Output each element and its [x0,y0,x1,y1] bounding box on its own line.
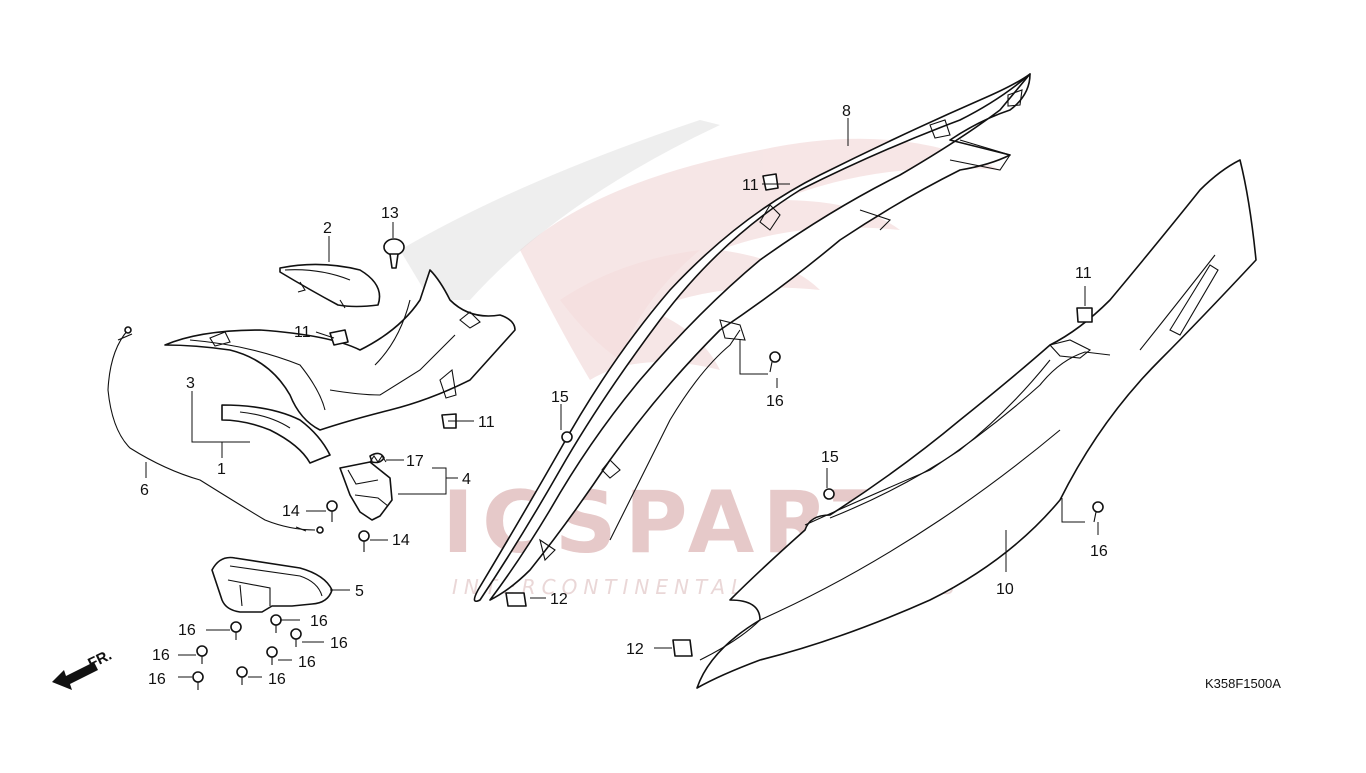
callout-1: 1 [217,461,226,478]
screw-16-2 [270,614,282,633]
spring-17 [369,455,387,463]
callout-16-d: 16 [310,613,328,630]
part-2-lid [279,263,381,309]
screw-15-b [823,488,835,500]
front-direction-indicator: FR. [52,647,114,690]
screw-14-b [358,530,370,552]
callout-8: 8 [842,103,851,120]
screw-16-1 [230,621,242,640]
part-8-side-rail [473,73,1031,603]
stipple-shadow [400,120,720,300]
callout-4: 4 [462,471,471,488]
callout-13: 13 [381,205,399,222]
leader-lines [145,118,1099,678]
part-6-cable [107,326,324,534]
callout-12-b: 12 [626,641,644,658]
callout-16-f: 16 [298,654,316,671]
callout-5: 5 [355,583,364,600]
clip-11-cover [1076,307,1093,323]
callout-16-b: 16 [152,647,170,664]
front-arrow-icon [52,662,98,690]
callout-11-d: 11 [1075,265,1092,282]
grommet-12-rail [505,592,527,607]
callout-11-b: 11 [478,414,495,431]
callout-16-c: 16 [148,671,166,688]
callout-17: 17 [406,453,424,470]
part-13-knob [383,238,405,269]
screw-16-6 [192,671,204,690]
part-5-bracket [211,556,333,613]
screw-16-4 [196,645,208,664]
callout-16-e: 16 [330,635,348,652]
clip-11-upper-left [329,329,349,346]
part-1-trim [221,404,331,464]
screw-15-a [561,431,573,443]
callout-11-c: 11 [742,177,759,194]
part-10-side-cover [696,159,1257,689]
screw-16-5 [266,646,278,665]
clip-11-rail [762,173,779,191]
callout-15-a: 15 [551,389,569,406]
screw-16-3 [290,628,302,647]
callout-16-i: 16 [1090,543,1108,560]
callout-11-a: 11 [294,324,311,341]
screw-16-rail [769,351,781,373]
callout-14-a: 14 [282,503,300,520]
callouts: 2 13 11 3 1 11 6 17 4 14 14 5 16 16 16 1… [140,103,1108,688]
screw-14-a [326,500,338,522]
screw-16-7 [236,666,248,685]
callout-2: 2 [323,220,332,237]
callout-14-b: 14 [392,532,410,549]
callout-16-g: 16 [268,671,286,688]
grommet-12-cover [672,639,693,657]
callout-3: 3 [186,375,195,392]
callout-16-h: 16 [766,393,784,410]
callout-15-b: 15 [821,449,839,466]
diagram-code: K358F1500A [1205,676,1281,691]
screw-16-cover [1092,501,1104,523]
callout-12-a: 12 [550,591,568,608]
part-4-latch [339,452,393,521]
fasteners [192,173,1104,690]
callout-10: 10 [996,581,1014,598]
callout-16-a: 16 [178,622,196,639]
callout-6: 6 [140,482,149,499]
